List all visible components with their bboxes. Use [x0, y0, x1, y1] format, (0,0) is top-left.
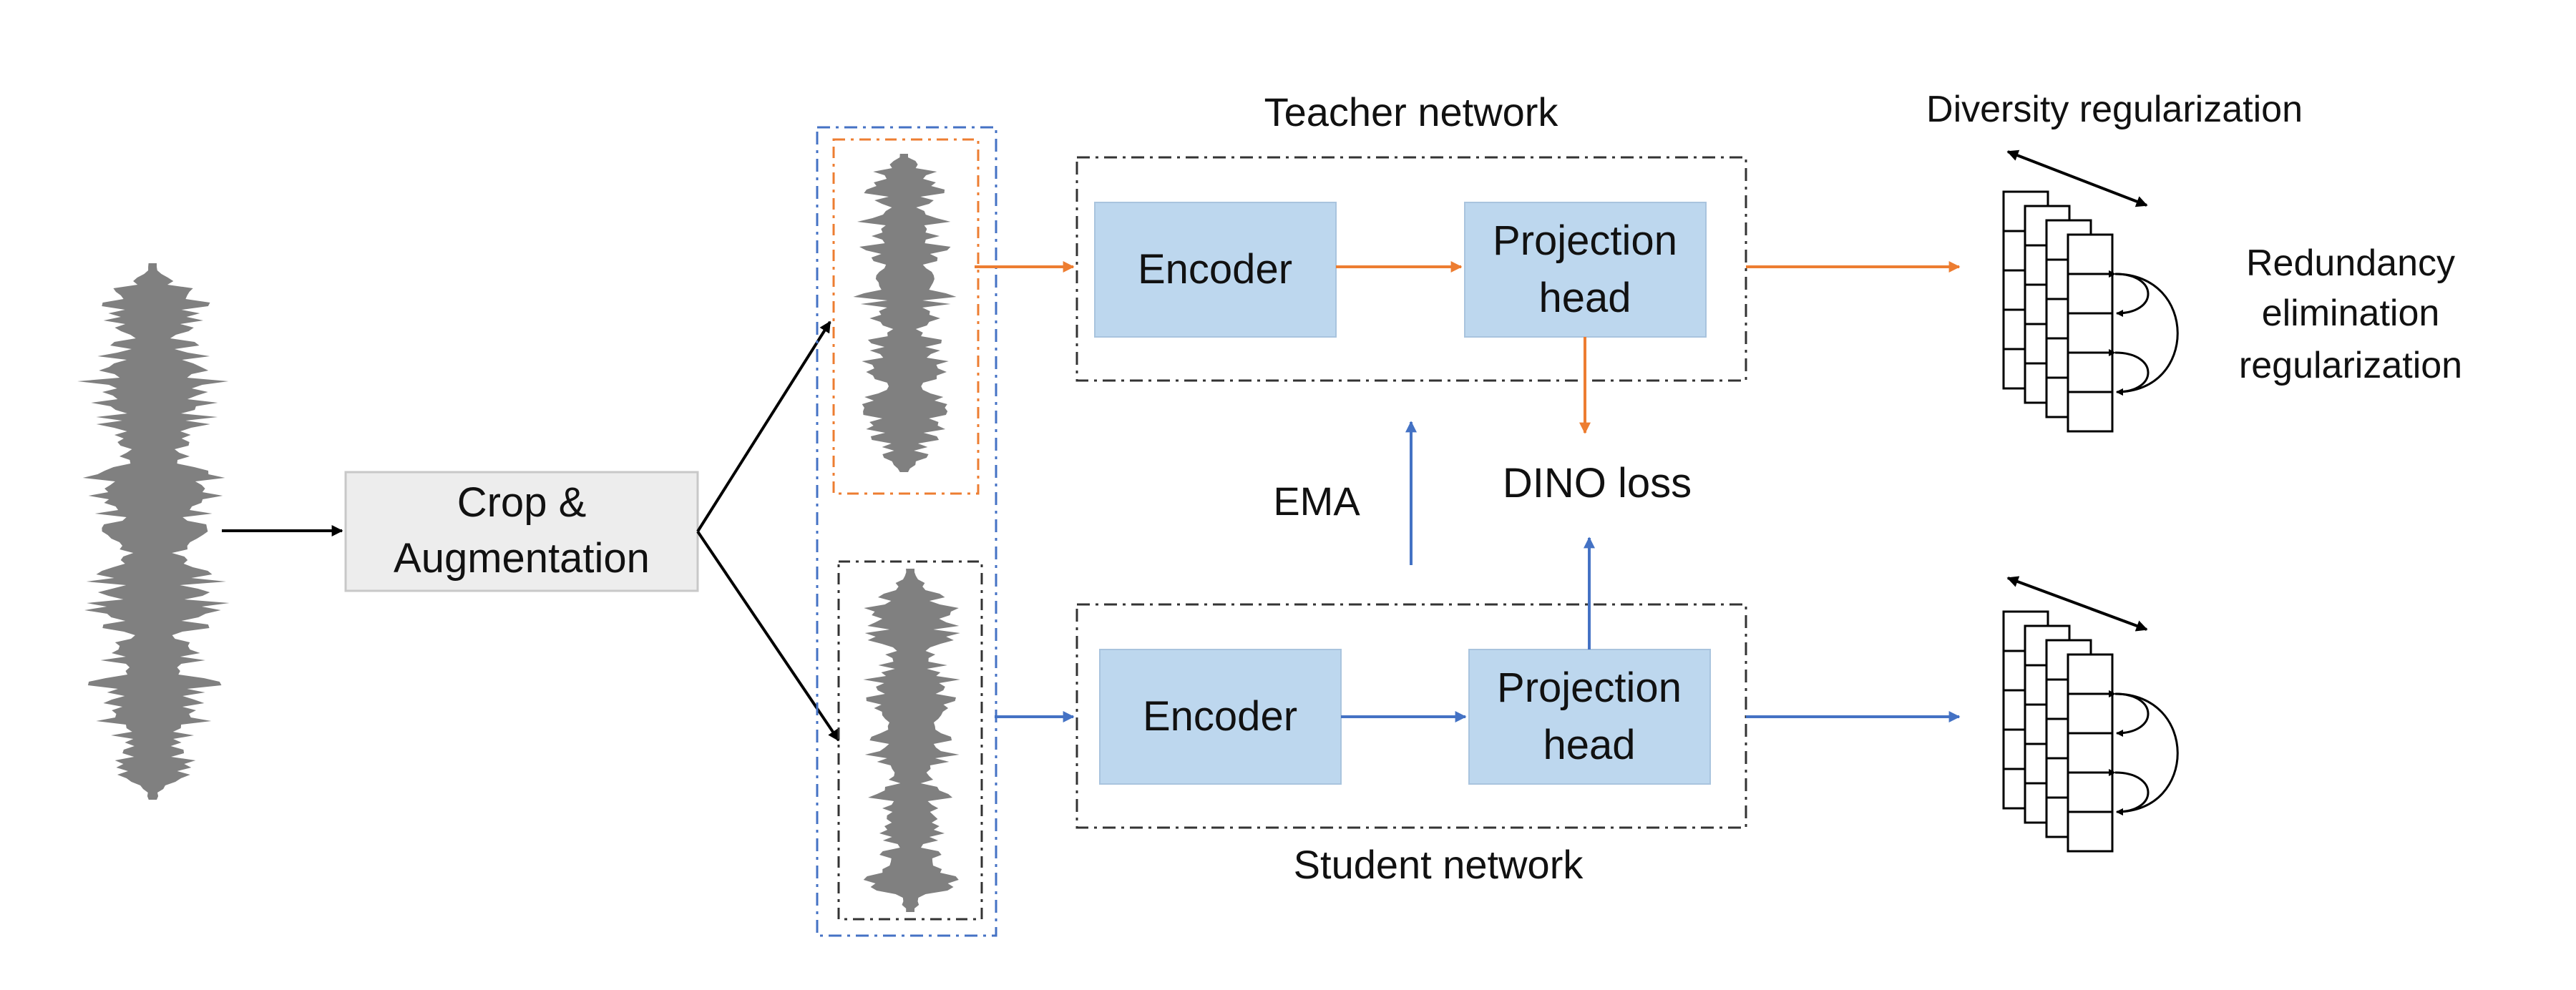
teacher-encoder-block: Encoder [1094, 202, 1337, 338]
view1-waveform [853, 154, 957, 472]
arrow-crop-to-view1 [696, 320, 831, 533]
augmented-views-frame [816, 126, 997, 937]
student-encoder-label: Encoder [1143, 693, 1297, 740]
redundancy-curve-arrow [2108, 348, 2150, 396]
student-projection-line2: head [1543, 722, 1635, 768]
teacher-embedding-stack [2002, 190, 2179, 433]
crop-label-line2: Augmentation [394, 535, 650, 582]
diversity-regularization-label: Diversity regularization [1926, 89, 2303, 130]
waveform-shape [863, 569, 960, 912]
student-projection-head-block: Projection head [1468, 649, 1711, 785]
student-encoder-block: Encoder [1099, 649, 1342, 785]
dino-loss-label: DINO loss [1503, 460, 1692, 506]
teacher-projection-line1: Projection [1493, 217, 1677, 264]
input-waveform [77, 263, 230, 800]
teacher-projection-head-block: Projection head [1464, 202, 1707, 338]
teacher-network-title: Teacher network [1264, 89, 1559, 134]
redundancy-label-line2: elimination [2262, 293, 2440, 334]
embedding-column [2067, 653, 2114, 853]
student-network-title: Student network [1294, 842, 1584, 887]
teacher-network-frame [1075, 156, 1747, 382]
redundancy-label-line3: regularization [2239, 345, 2462, 386]
redundancy-curve-arrow [2108, 270, 2179, 396]
crop-augmentation-box: Crop & Augmentation [344, 471, 699, 592]
view1-frame [832, 138, 980, 495]
redundancy-label-line1: Redundancy [2246, 242, 2455, 284]
student-embedding-stack [2002, 610, 2179, 853]
arrow-crop-to-view2 [696, 530, 840, 742]
waveform-shape [853, 154, 957, 472]
view2-frame [837, 560, 983, 921]
diversity-arrow-top [2006, 150, 2148, 207]
ema-label: EMA [1273, 479, 1360, 524]
student-projection-line1: Projection [1497, 665, 1682, 711]
redundancy-curve-arrow [2108, 768, 2150, 816]
redundancy-curve-arrow [2108, 690, 2179, 816]
diversity-arrow-bottom [2006, 576, 2148, 632]
crop-label-line1: Crop & [457, 479, 587, 526]
teacher-encoder-label: Encoder [1138, 246, 1292, 293]
embedding-column [2067, 233, 2114, 433]
waveform-shape [77, 263, 230, 800]
view2-waveform [863, 569, 960, 912]
teacher-projection-line2: head [1538, 275, 1631, 321]
